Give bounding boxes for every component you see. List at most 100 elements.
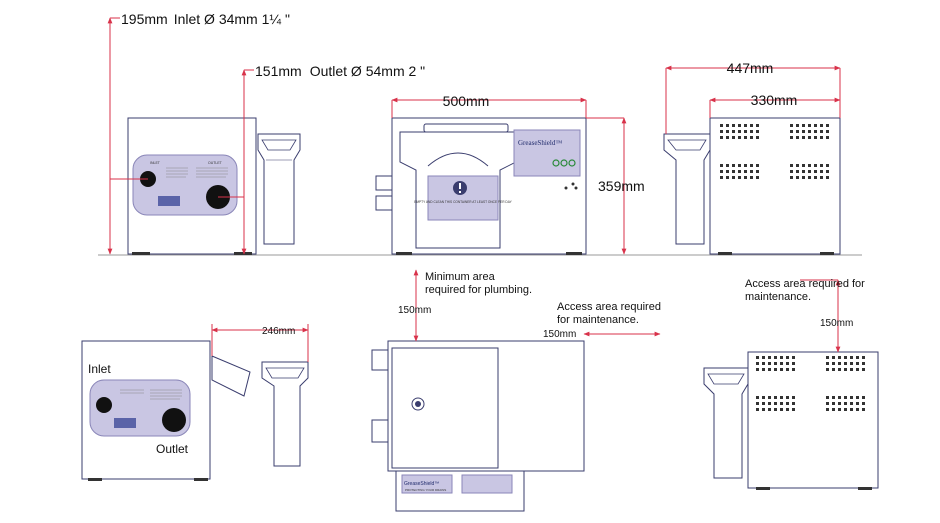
vent-hole [790, 170, 793, 173]
top-brand-logo: GreaseShield™ [404, 481, 439, 487]
vent-hole [720, 176, 723, 179]
vent-hole [792, 408, 795, 411]
vent-hole [780, 356, 783, 359]
vent-hole [738, 176, 741, 179]
vent-hole [720, 170, 723, 173]
vent-hole [756, 408, 759, 411]
basket-clearance-label: 246mm [262, 326, 295, 337]
vent-hole [844, 368, 847, 371]
front-view: EMPTY AND CLEAN THIS CONTAINER AT LEAST … [375, 117, 587, 255]
vent-hole [826, 164, 829, 167]
vent-hole [732, 176, 735, 179]
vent-hole [850, 356, 853, 359]
vent-hole [786, 396, 789, 399]
vent-hole [732, 130, 735, 133]
vent-hole [832, 368, 835, 371]
vent-hole [850, 402, 853, 405]
vent-hole [808, 164, 811, 167]
vent-hole [738, 164, 741, 167]
vent-hole [744, 164, 747, 167]
vent-hole [786, 362, 789, 365]
total-depth-label: 447mm [727, 60, 774, 76]
height-label: 359mm [598, 178, 645, 194]
vent-hole [720, 124, 723, 127]
warning-text: EMPTY AND CLEAN THIS CONTAINER AT LEAST … [414, 200, 512, 204]
vent-hole [826, 362, 829, 365]
vent-hole [832, 362, 835, 365]
plumbing-clearance-label: 150mm [398, 305, 431, 316]
width-label: 500mm [443, 93, 490, 109]
vent-hole [826, 170, 829, 173]
vent-hole [814, 124, 817, 127]
vent-hole [738, 130, 741, 133]
vent-hole [750, 136, 753, 139]
vent-hole [832, 356, 835, 359]
basket-clearance-dimension [211, 324, 309, 362]
vent-hole [780, 362, 783, 365]
vent-hole [756, 130, 759, 133]
vent-hole [844, 396, 847, 399]
vent-hole [720, 164, 723, 167]
vent-hole [862, 396, 865, 399]
vent-hole [744, 130, 747, 133]
vent-hole [792, 396, 795, 399]
outlet-height-dimension [218, 69, 254, 255]
vent-hole [814, 164, 817, 167]
vent-hole [780, 396, 783, 399]
vent-hole [756, 356, 759, 359]
vent-hole [738, 170, 741, 173]
vent-hole [808, 136, 811, 139]
vent-hole [786, 408, 789, 411]
vent-hole [826, 408, 829, 411]
vent-hole [796, 136, 799, 139]
vent-hole [762, 408, 765, 411]
vent-hole [796, 170, 799, 173]
vent-hole [750, 164, 753, 167]
brand-panel [513, 129, 581, 177]
vent-hole [786, 402, 789, 405]
inlet-height-dimension [107, 17, 148, 255]
depth-label: 330mm [751, 92, 798, 108]
vent-hole [762, 368, 765, 371]
vent-hole [756, 176, 759, 179]
vent-hole [792, 356, 795, 359]
vent-hole [838, 408, 841, 411]
vent-hole [786, 356, 789, 359]
vent-hole [762, 356, 765, 359]
vent-hole [790, 136, 793, 139]
inlet-label: Inlet [88, 362, 111, 376]
vent-hole [750, 170, 753, 173]
vent-hole [744, 136, 747, 139]
vent-hole [762, 396, 765, 399]
vent-hole [838, 402, 841, 405]
vent-hole [838, 356, 841, 359]
vent-hole [750, 124, 753, 127]
vent-hole [826, 176, 829, 179]
vent-hole [756, 368, 759, 371]
vent-hole [756, 362, 759, 365]
vent-hole [844, 402, 847, 405]
vent-hole [768, 408, 771, 411]
top-view: GreaseShield™ PROTECTING YOUR DRAINS [371, 340, 585, 512]
vent-hole [768, 396, 771, 399]
vent-hole [838, 396, 841, 399]
vent-hole [820, 124, 823, 127]
rear-clearance-dimension [800, 279, 841, 353]
vent-hole [862, 402, 865, 405]
vent-hole [720, 130, 723, 133]
vent-hole [820, 130, 823, 133]
vent-hole [756, 396, 759, 399]
vent-hole [862, 356, 865, 359]
vent-hole [850, 362, 853, 365]
vent-hole [792, 368, 795, 371]
vent-hole [750, 176, 753, 179]
vent-hole [796, 124, 799, 127]
vent-hole [756, 136, 759, 139]
vent-hole [726, 164, 729, 167]
vent-hole [720, 136, 723, 139]
vent-hole [826, 136, 829, 139]
plate-inlet-label: INLET [150, 161, 161, 165]
vent-hole [774, 368, 777, 371]
